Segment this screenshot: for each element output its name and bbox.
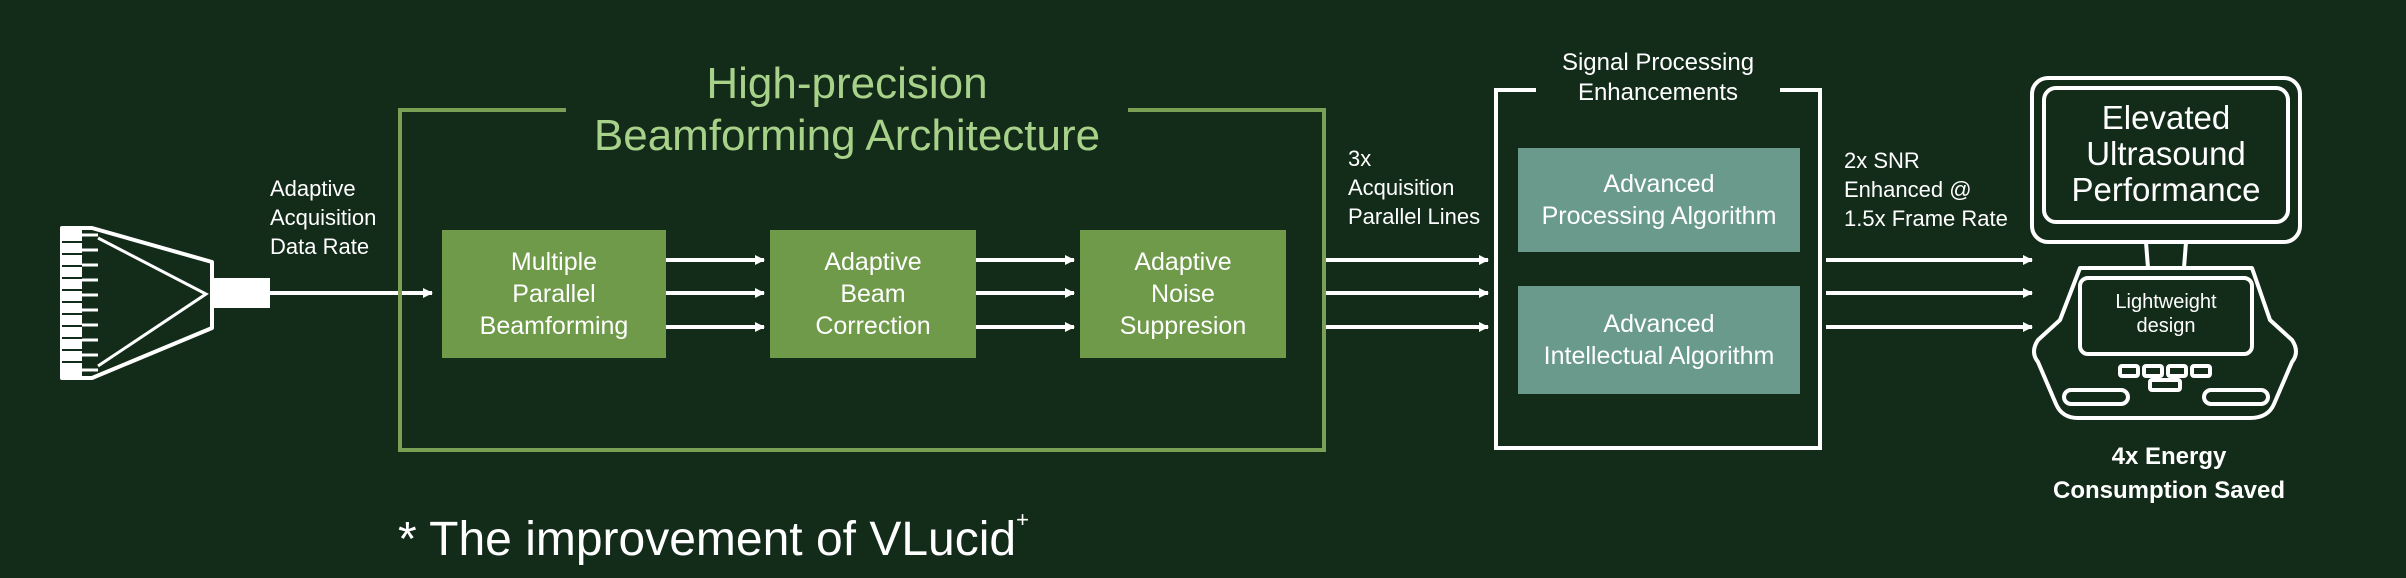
architecture-title: High-precision Beamforming Architecture [566,58,1128,162]
screen-text-line-2: Ultrasound [2086,135,2246,172]
parallel-lines-label: 3x Acquisition Parallel Lines [1348,144,1480,231]
footnote: * The improvement of VLucid+ [398,492,1029,568]
arrows-signal-device [1826,255,2033,332]
multiple-parallel-beamforming-block: Multiple Parallel Beamforming [442,230,666,358]
signal-processing-frame [1494,88,1822,450]
block-2-line-1: Adaptive [824,248,922,276]
adaptive-beam-correction-block: Adaptive Beam Correction [770,230,976,358]
block-1-line-1: Multiple [510,248,598,276]
screen-text-line-1: Elevated [2101,99,2231,136]
input-label-line-1: Adaptive [270,176,356,201]
arrows-arch-signal [1326,255,1489,332]
input-label-line-3: Data Rate [270,234,370,259]
teal-block-2-line-2: Intellectual Algorithm [1543,342,1775,370]
footnote-text: * The improvement of VLucid [398,513,1017,566]
adaptive-noise-suppression-block: Adaptive Noise Suppresion [1080,230,1286,358]
block-3-line-3: Suppresion [1119,312,1247,340]
device-screen-text: Elevated Ultrasound Performance [2044,100,2288,208]
signal-title-line-1: Signal Processing [1561,49,1755,76]
block-3-line-2: Noise [1151,280,1215,308]
mid-label-line-3: Parallel Lines [1348,204,1481,229]
output-label-line-3: 1.5x Frame Rate [1844,206,2008,231]
tablet-text-line-2: design [2136,315,2196,337]
arrows-block2-block3 [976,255,1075,332]
ultrasound-probe-icon [60,226,270,380]
tablet-text-line-1: Lightweight [2115,291,2217,313]
block-1-line-3: Beamforming [479,312,629,340]
teal-block-2-line-1: Advanced [1603,310,1715,338]
advanced-processing-algorithm-block: Advanced Processing Algorithm [1518,148,1800,252]
architecture-title-line-2: Beamforming Architecture [593,111,1101,160]
signal-title-line-2: Enhancements [1577,79,1739,106]
block-2-line-3: Correction [815,312,931,340]
arrows-block1-block2 [666,255,765,332]
architecture-title-line-1: High-precision [706,59,988,108]
advanced-intellectual-algorithm-block: Advanced Intellectual Algorithm [1518,286,1800,394]
screen-text-line-3: Performance [2071,171,2261,208]
input-label: Adaptive Acquisition Data Rate [270,174,376,261]
block-1-line-2: Parallel [512,280,596,308]
output-label-line-2: Enhanced @ [1844,177,1972,202]
architecture-title-backdrop [566,60,1128,172]
device-tablet-text: Lightweight design [2080,290,2252,338]
caption-line-2: Consumption Saved [2052,477,2286,504]
mid-label-line-1: 3x [1348,146,1372,171]
footnote-superscript: + [1016,507,1029,532]
block-3-line-1: Adaptive [1134,248,1232,276]
output-label: 2x SNR Enhanced @ 1.5x Frame Rate [1844,146,2008,233]
block-2-line-2: Beam [840,280,906,308]
input-label-line-2: Acquisition [270,205,377,230]
mid-label-line-2: Acquisition [1348,175,1455,200]
output-label-line-1: 2x SNR [1844,148,1920,173]
signal-processing-title: Signal Processing Enhancements [1520,48,1796,108]
teal-block-1-line-2: Processing Algorithm [1541,202,1777,230]
ultrasound-machine-icon [2030,76,2302,420]
signal-processing-title-backdrop [1536,46,1780,112]
caption-line-1: 4x Energy [2111,443,2227,470]
device-caption: 4x Energy Consumption Saved [2024,440,2314,508]
teal-block-1-line-1: Advanced [1603,170,1715,198]
